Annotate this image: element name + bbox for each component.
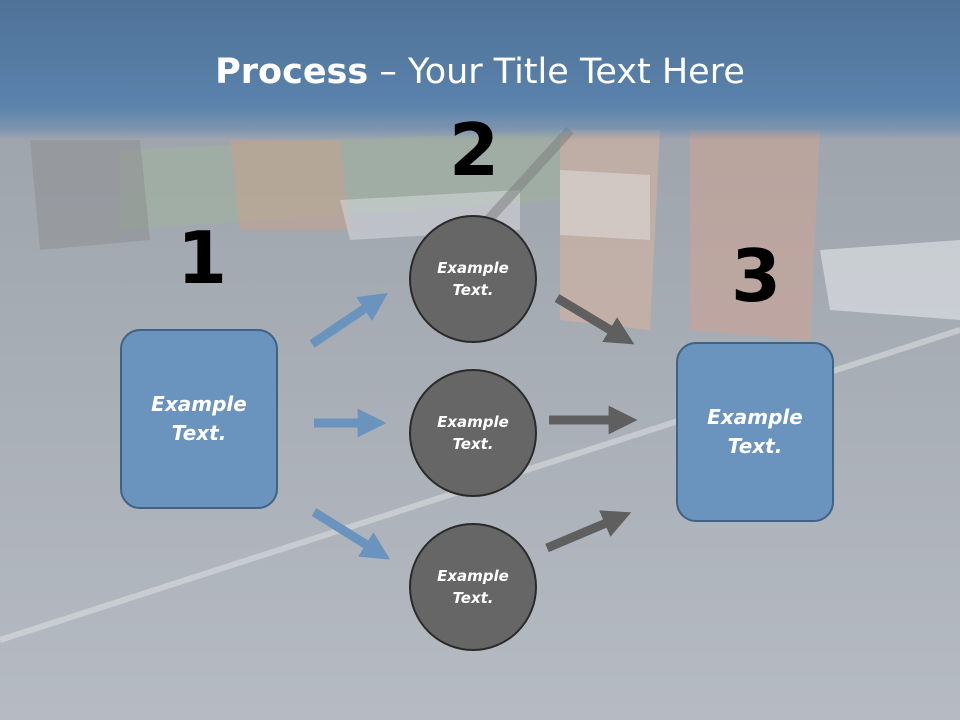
right-box-text: Example Text. <box>707 405 803 458</box>
left-process-box: Example Text. <box>120 329 278 509</box>
process-circle-bottom: Example Text. <box>409 523 537 651</box>
step-number-3: 3 <box>731 234 782 318</box>
circle-middle-text: Example Text. <box>437 412 509 454</box>
circle-top-text: Example Text. <box>437 258 509 300</box>
title-rest: – Your Title Text Here <box>368 52 745 92</box>
slide-title: Process – Your Title Text Here <box>0 52 960 92</box>
arrow-bottom-to-right <box>545 510 632 553</box>
step-number-2: 2 <box>449 108 500 192</box>
process-circle-top: Example Text. <box>409 215 537 343</box>
arrow-left-to-top <box>309 292 388 348</box>
process-circle-middle: Example Text. <box>409 369 537 497</box>
step-number-1: 1 <box>177 216 228 300</box>
left-box-text: Example Text. <box>151 392 247 445</box>
arrow-top-to-right <box>554 294 635 345</box>
title-bold: Process <box>215 52 369 92</box>
title-band <box>0 0 960 140</box>
right-process-box: Example Text. <box>676 342 834 522</box>
arrow-left-to-bottom <box>311 508 391 560</box>
circle-bottom-text: Example Text. <box>437 566 509 608</box>
